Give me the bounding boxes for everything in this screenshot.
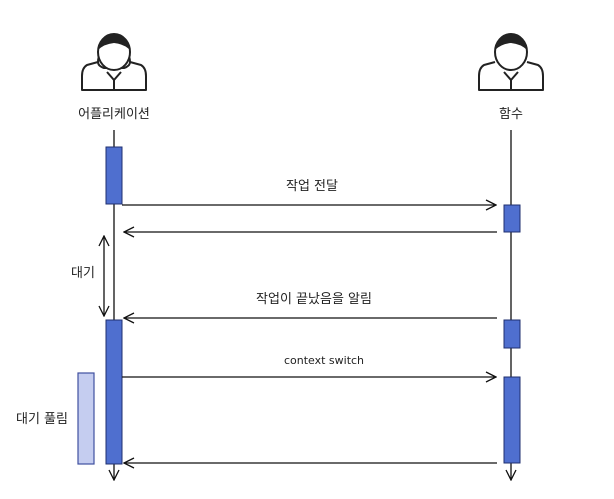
participant-right-label: 함수: [499, 107, 523, 122]
message-1-label: 작업 전달: [286, 179, 338, 194]
wait-label: 대기: [71, 266, 95, 281]
activation-right-1: [503, 204, 521, 233]
activation-left-2: [105, 319, 123, 465]
person-icon: [81, 33, 147, 91]
activation-left-1: [105, 146, 123, 205]
message-3-label: context switch: [284, 354, 364, 367]
person-icon: [478, 33, 544, 91]
wait-release-label: 대기 풀림: [16, 412, 68, 427]
activation-right-3: [503, 376, 521, 464]
wait-release-box: [77, 372, 95, 465]
participant-left-label: 어플리케이션: [78, 107, 150, 122]
message-2-label: 작업이 끝났음을 알림: [256, 292, 372, 307]
activation-right-2: [503, 319, 521, 349]
